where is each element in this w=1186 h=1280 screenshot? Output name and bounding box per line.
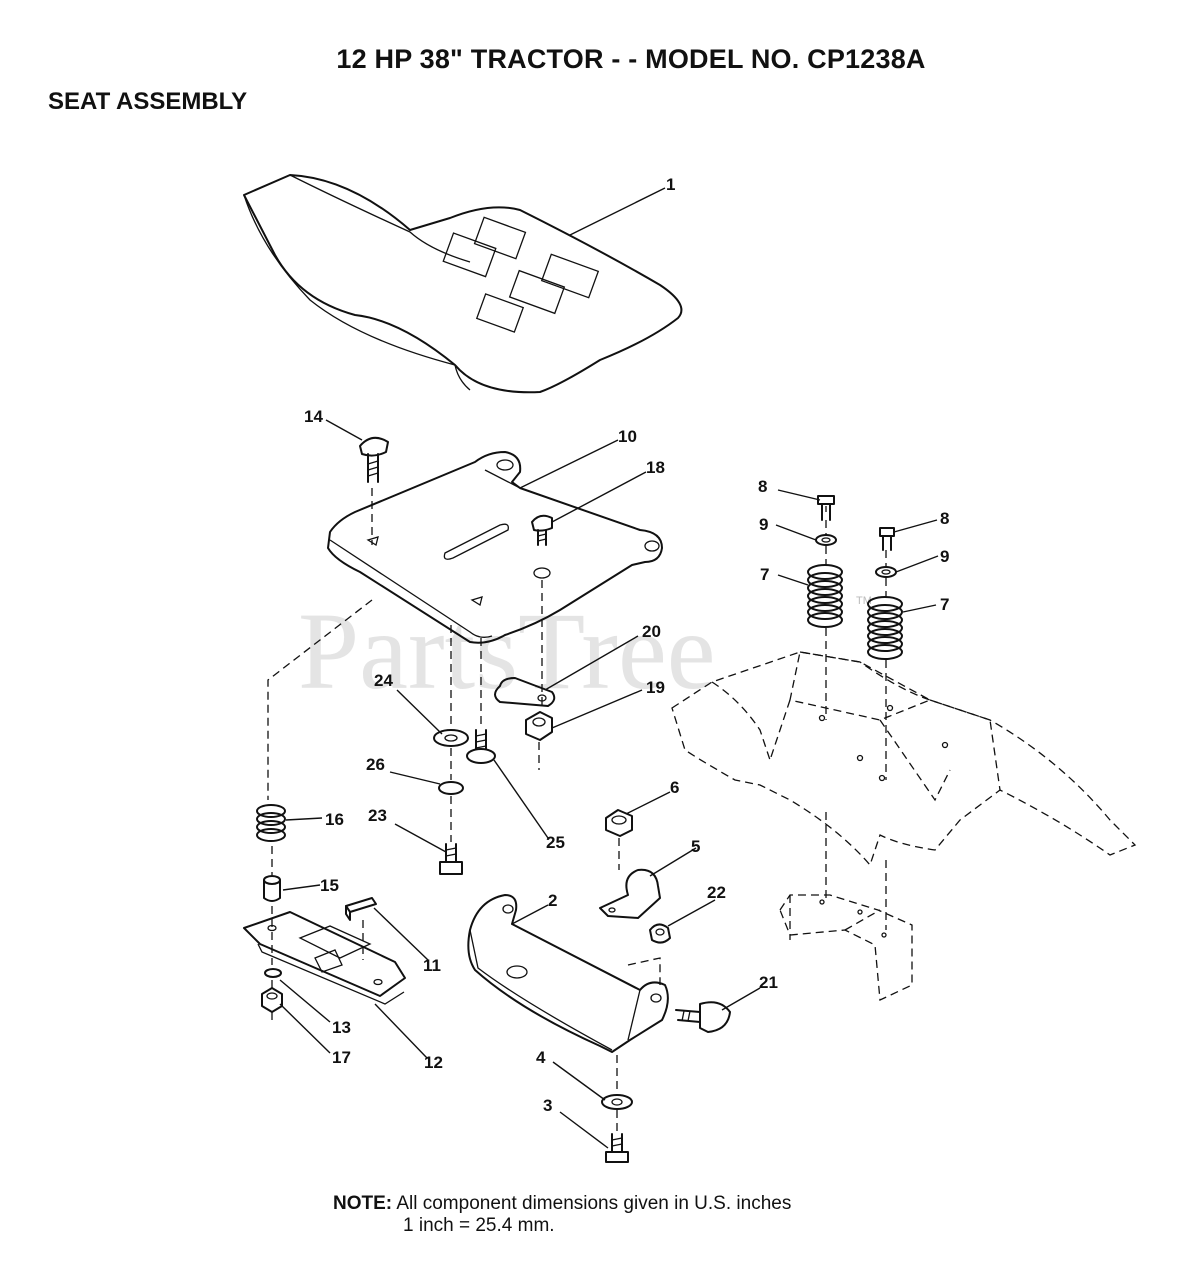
callout-26: 26 (366, 755, 385, 774)
watermark: PartsTree (298, 590, 716, 712)
callout-22: 22 (707, 883, 726, 902)
callout-labels: 1 14 10 18 8 9 7 8 9 7 20 19 24 26 23 25… (304, 175, 949, 1115)
part-washer-4[interactable] (601, 1094, 633, 1110)
part-spring-right[interactable] (867, 596, 903, 660)
callout-15: 15 (320, 876, 339, 895)
callout-24: 24 (374, 671, 393, 690)
part-spring-left[interactable] (807, 564, 843, 628)
part-clevis-pin-right[interactable] (879, 527, 895, 551)
callout-7-right: 7 (940, 595, 949, 614)
part-nut-6[interactable] (605, 809, 633, 837)
assembly-lines (267, 488, 887, 1132)
callout-10: 10 (618, 427, 637, 446)
callout-19: 19 (646, 678, 665, 697)
callout-20: 20 (642, 622, 661, 641)
callout-14: 14 (304, 407, 323, 426)
callout-12: 12 (424, 1053, 443, 1072)
part-seat[interactable] (243, 174, 683, 394)
callout-9-left: 9 (759, 515, 768, 534)
callout-5: 5 (691, 837, 700, 856)
part-nut-17[interactable] (261, 987, 283, 1013)
callout-4: 4 (536, 1048, 546, 1067)
part-shoulder-bolt[interactable] (466, 729, 496, 764)
tractor-frame-reference (671, 651, 1137, 1001)
callout-23: 23 (368, 806, 387, 825)
callout-3: 3 (543, 1096, 552, 1115)
callout-7-left: 7 (760, 565, 769, 584)
note-line-1: All component dimensions given in U.S. i… (396, 1193, 792, 1214)
callout-13: 13 (332, 1018, 351, 1037)
section-title: SEAT ASSEMBLY (48, 88, 248, 115)
callout-8-left: 8 (758, 477, 767, 496)
page-title: 12 HP 38" TRACTOR - - MODEL NO. CP1238A (336, 44, 926, 74)
part-nut-22[interactable] (649, 923, 671, 944)
part-washer-24[interactable] (433, 729, 469, 747)
part-key[interactable] (345, 897, 377, 921)
part-spacer[interactable] (263, 875, 281, 902)
part-bolt-21[interactable] (675, 1001, 731, 1033)
part-clevis-pin-left[interactable] (817, 495, 835, 521)
part-bracket[interactable] (467, 894, 669, 1053)
part-nut-19[interactable] (525, 711, 553, 741)
part-washer-13[interactable] (264, 968, 282, 978)
callout-21: 21 (759, 973, 778, 992)
callout-17: 17 (332, 1048, 351, 1067)
part-washer-left[interactable] (815, 534, 837, 546)
part-slide-rail[interactable] (243, 911, 406, 1005)
callout-2: 2 (548, 891, 557, 910)
note-label: NOTE: (333, 1193, 393, 1214)
dimension-note: NOTE: All component dimensions given in … (333, 1193, 791, 1237)
part-carriage-bolt[interactable] (359, 436, 389, 483)
part-clamp[interactable] (599, 868, 661, 919)
callout-16: 16 (325, 810, 344, 829)
part-washer-right[interactable] (875, 566, 897, 578)
leader-lines (279, 187, 939, 1149)
callout-8-right: 8 (940, 509, 949, 528)
part-bolt-3[interactable] (605, 1133, 629, 1163)
callout-1: 1 (666, 175, 675, 194)
callout-9-right: 9 (940, 547, 949, 566)
part-spring-16[interactable] (256, 804, 286, 842)
part-lock-washer[interactable] (438, 781, 464, 795)
note-line-2: 1 inch = 25.4 mm. (403, 1215, 555, 1236)
callout-25: 25 (546, 833, 565, 852)
callout-18: 18 (646, 458, 665, 477)
part-seat-pan[interactable] (327, 451, 663, 644)
part-bolt-18[interactable] (531, 514, 553, 546)
part-bolt-23[interactable] (439, 843, 463, 875)
callout-6: 6 (670, 778, 679, 797)
callout-11: 11 (423, 956, 441, 975)
